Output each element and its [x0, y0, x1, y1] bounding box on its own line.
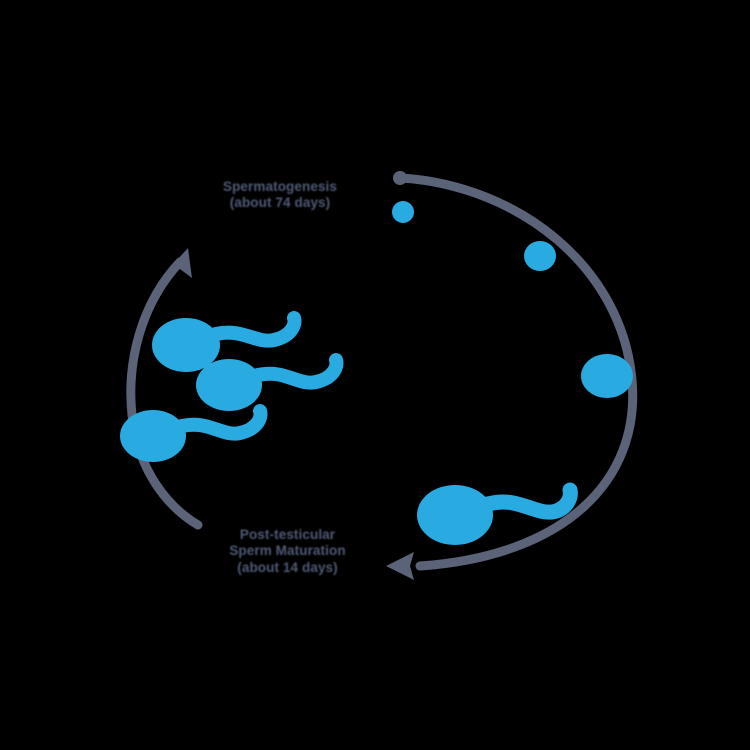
- sperm-left-upper: [152, 311, 302, 372]
- sperm-tail: [175, 404, 268, 441]
- label-spermatogenesis-title: Spermatogenesis: [222, 179, 338, 194]
- maturation-arc-arrowhead: [386, 552, 414, 580]
- label-spermatogenesis-duration: (about 74 days): [229, 195, 331, 211]
- label-maturation-duration: (about 14 days): [237, 559, 338, 575]
- spermatogenesis-arc-group: [126, 248, 203, 530]
- sperm-head: [196, 359, 262, 411]
- sperm-left-lower: [120, 404, 268, 462]
- label-maturation-line2: Sperm Maturation: [229, 543, 346, 559]
- sperm-bottom-right: [417, 482, 578, 545]
- sperm-left-middle: [196, 353, 344, 411]
- label-post-testicular-maturation: Post-testicular Sperm Maturation (about …: [195, 527, 380, 576]
- label-spermatogenesis: Spermatogenesis (about 74 days): [190, 179, 370, 212]
- spermatogenesis-arc-path: [126, 257, 203, 530]
- sperm-head: [120, 410, 186, 462]
- cell-spermatid: [581, 354, 633, 398]
- sperm-tail: [480, 482, 578, 520]
- developing-cells-group: [392, 201, 633, 398]
- cell-spermatogonium: [392, 201, 414, 223]
- cell-primary-spermatocyte: [524, 241, 556, 271]
- sperm-head: [152, 318, 220, 372]
- spermatogenesis-arc-arrowhead: [166, 248, 192, 278]
- label-maturation-line1: Post-testicular: [239, 527, 336, 542]
- sperm-tail: [251, 353, 344, 390]
- sperm-tail: [209, 311, 302, 348]
- sperm-head: [417, 485, 493, 545]
